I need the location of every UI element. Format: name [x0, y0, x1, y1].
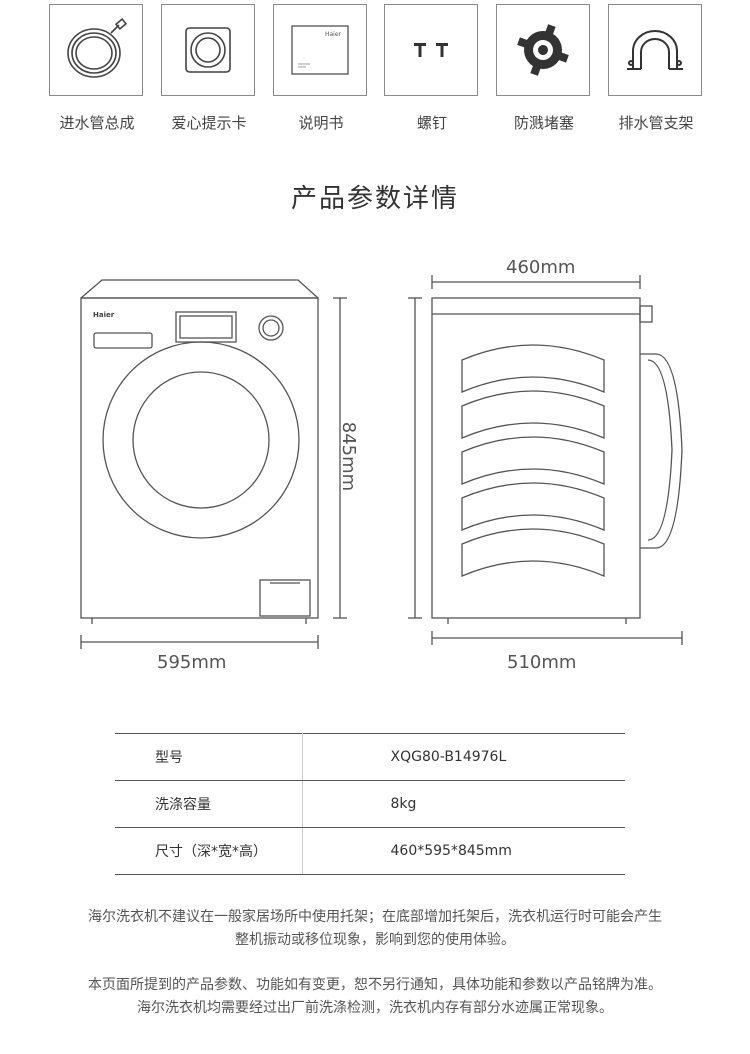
table-row: 型号 XQG80-B14976L — [115, 733, 625, 781]
accessory-label: 爱心提示卡 — [171, 114, 247, 132]
accessory-drain-bracket: 排水管支架 — [608, 4, 704, 133]
spec-value: 460*595*845mm — [302, 827, 625, 875]
spec-table: 型号 XQG80-B14976L 洗涤容量 8kg 尺寸（深*宽*高） 460*… — [115, 733, 625, 875]
accessory-tip-card-box — [161, 4, 255, 96]
accessory-hose: 进水管总成 — [49, 4, 145, 133]
width-dimension-label: 595mm — [157, 652, 227, 673]
spec-key: 尺寸（深*宽*高） — [115, 827, 303, 875]
accessory-manual-box: Haier — [273, 4, 367, 96]
manual-brand: Haier — [324, 30, 341, 38]
spec-key: 型号 — [115, 733, 303, 781]
screw-icon — [414, 43, 448, 57]
accessory-hose-box — [49, 4, 143, 96]
splash-plug-icon — [517, 24, 569, 76]
height-dimension-label: 845mm — [338, 421, 360, 492]
note-line: 整机振动或移位现象，影响到您的使用体验。 — [235, 932, 515, 948]
accessory-manual: Haier 说明书 — [273, 4, 369, 133]
accessory-label: 进水管总成 — [59, 114, 135, 132]
spec-value: XQG80-B14976L — [302, 733, 625, 781]
bracket-note: 海尔洗衣机不建议在一般家居场所中使用托架；在底部增加托架后，洗衣机运行时可能会产… — [20, 906, 730, 952]
dimension-diagram: Haier 595mm 845mm 460mm 510mm — [0, 250, 750, 690]
note-line: 海尔洗衣机不建议在一般家居场所中使用托架；在底部增加托架后，洗衣机运行时可能会产… — [88, 909, 662, 925]
hose-icon — [67, 18, 128, 78]
accessory-label: 排水管支架 — [618, 114, 694, 132]
accessories-row: 进水管总成 爱心提示卡 Haier 说明书 — [0, 0, 750, 140]
accessory-screw: 螺钉 — [384, 4, 480, 133]
table-row: 洗涤容量 8kg — [115, 780, 625, 828]
note-line: 本页面所提到的产品参数、功能如有变更，恕不另行通知，具体功能和参数以产品铭牌为准… — [88, 977, 662, 993]
depth-top-dimension-label: 460mm — [506, 257, 576, 278]
tip-card-icon — [185, 27, 231, 73]
front-brand-logo: Haier — [93, 311, 115, 319]
front-view-drawing — [80, 275, 683, 649]
accessory-drain-bracket-box — [608, 4, 702, 96]
accessory-splash-plug-box — [496, 4, 590, 96]
disclaimer-note: 本页面所提到的产品参数、功能如有变更，恕不另行通知，具体功能和参数以产品铭牌为准… — [20, 974, 730, 1020]
manual-icon — [291, 25, 349, 75]
accessory-label: 防溅堵塞 — [513, 114, 574, 132]
depth-bottom-dimension-label: 510mm — [507, 652, 577, 673]
accessory-label: 螺钉 — [416, 114, 447, 132]
note-line: 海尔洗衣机均需要经过出厂前洗涤检测，洗衣机内存有部分水迹属正常现象。 — [137, 1000, 613, 1016]
drain-bracket-icon — [627, 30, 683, 70]
table-row: 尺寸（深*宽*高） 460*595*845mm — [115, 827, 625, 875]
accessory-tip-card: 爱心提示卡 — [161, 4, 257, 133]
accessory-label: 说明书 — [298, 114, 344, 132]
accessory-screw-box — [384, 4, 478, 96]
section-title: 产品参数详情 — [290, 184, 459, 214]
accessory-splash-plug: 防溅堵塞 — [496, 4, 592, 133]
spec-value: 8kg — [302, 780, 625, 828]
spec-key: 洗涤容量 — [115, 780, 303, 828]
